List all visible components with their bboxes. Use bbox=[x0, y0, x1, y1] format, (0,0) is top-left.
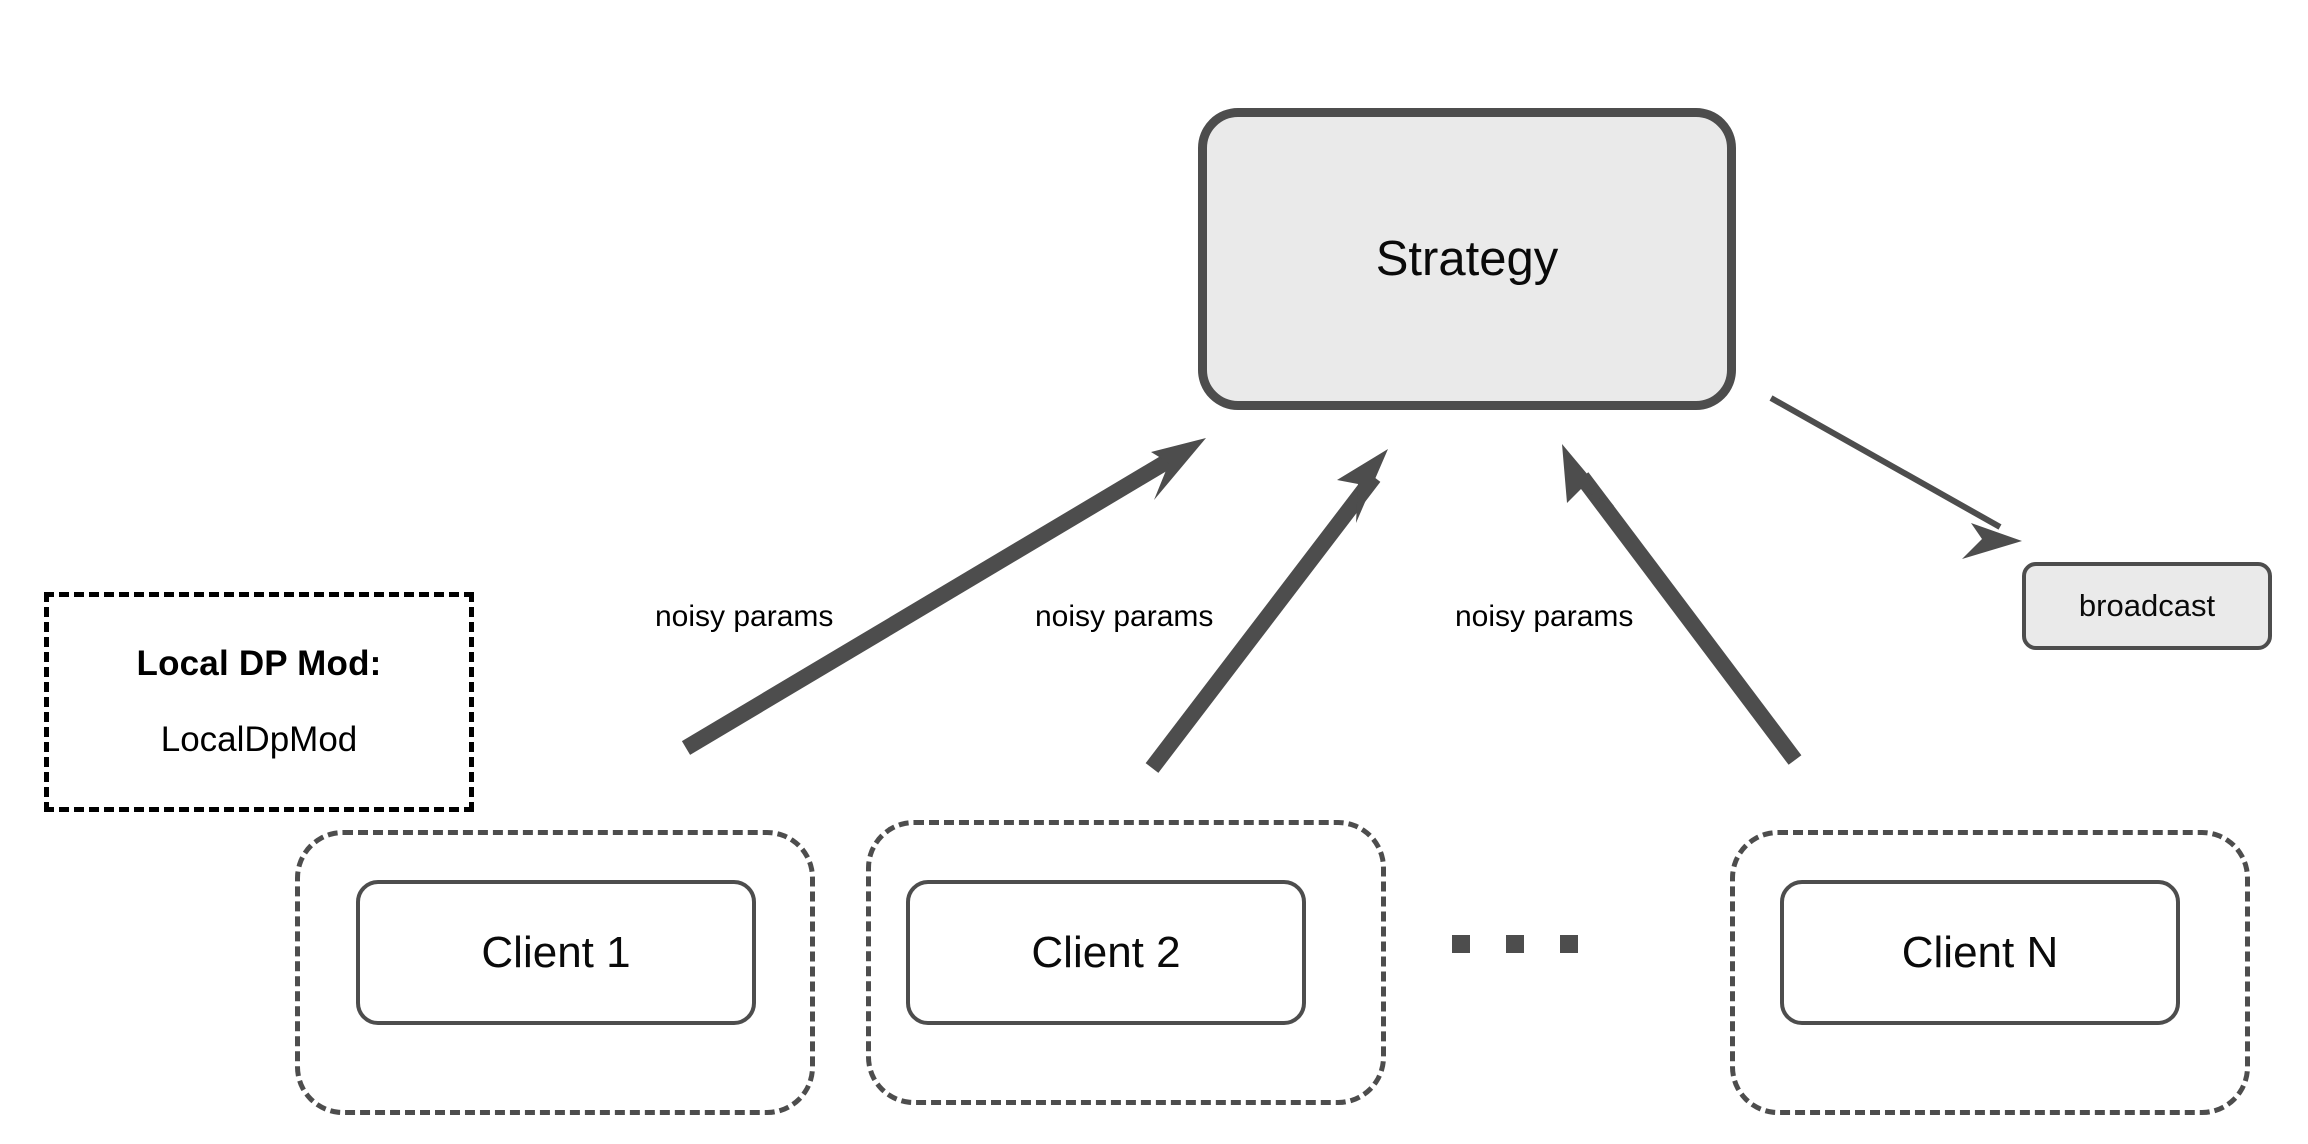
edge-client1-to-strategy bbox=[681, 438, 1206, 755]
node-broadcast-label: broadcast bbox=[2078, 588, 2216, 623]
client-group-1[interactable] bbox=[295, 830, 815, 1115]
node-strategy[interactable]: Strategy bbox=[1198, 108, 1736, 410]
ellipsis-dot bbox=[1506, 935, 1524, 953]
edge-strategy-to-broadcast bbox=[1769, 395, 2022, 559]
node-broadcast[interactable]: broadcast bbox=[2022, 562, 2272, 650]
client-group-2[interactable] bbox=[866, 820, 1386, 1105]
client-group-n[interactable] bbox=[1730, 830, 2250, 1115]
node-client-1-label: Client 1 bbox=[481, 927, 631, 977]
edge-label-client2: noisy params bbox=[1035, 600, 1214, 633]
node-strategy-label: Strategy bbox=[1375, 232, 1559, 286]
local-dp-mod-title: Local DP Mod: bbox=[136, 644, 382, 683]
node-client-2[interactable]: Client 2 bbox=[906, 880, 1306, 1025]
edge-label-client1: noisy params bbox=[655, 600, 834, 633]
node-client-n[interactable]: Client N bbox=[1780, 880, 2180, 1025]
local-dp-mod-value: LocalDpMod bbox=[160, 720, 358, 759]
ellipsis-dot bbox=[1560, 935, 1578, 953]
node-client-2-label: Client 2 bbox=[1031, 927, 1181, 977]
edge-label-clientn: noisy params bbox=[1455, 600, 1634, 633]
ellipsis-indicator bbox=[1452, 935, 1578, 953]
node-client-1[interactable]: Client 1 bbox=[356, 880, 756, 1025]
node-local-dp-mod[interactable]: Local DP Mod: LocalDpMod bbox=[44, 592, 474, 812]
node-client-n-label: Client N bbox=[1901, 927, 2059, 977]
ellipsis-dot bbox=[1452, 935, 1470, 953]
